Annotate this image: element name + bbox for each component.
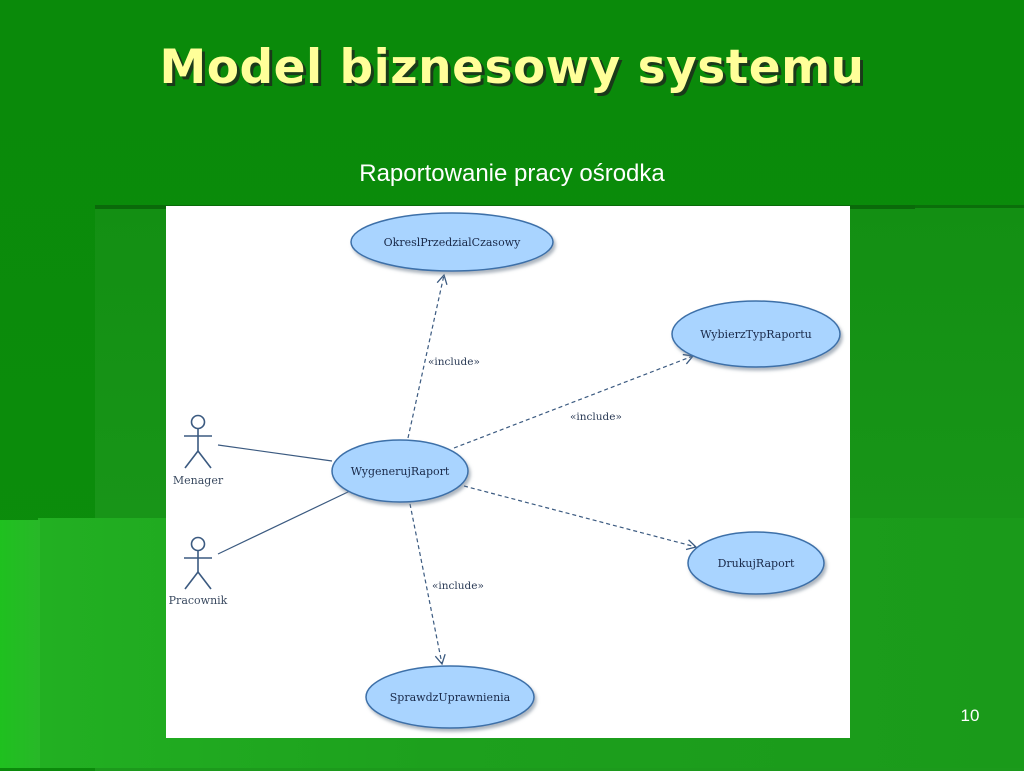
use-case-okresl: OkreslPrzedzialCzasowy [350, 212, 554, 272]
use-case-label: OkreslPrzedzialCzasowy [384, 236, 521, 249]
use-case-wygeneruj: WygenerujRaport [331, 439, 469, 503]
use-case-label: DrukujRaport [718, 557, 795, 570]
include-label-sprawdz: «include» [432, 580, 484, 592]
association-pracownik [217, 490, 351, 555]
slide-title: Model biznesowy systemu [159, 40, 865, 95]
dependency-arrow-drukuj [463, 485, 698, 551]
include-label-wybierz: «include» [570, 411, 622, 423]
include-label-okresl: «include» [428, 356, 480, 368]
use-case-drukuj: DrukujRaport [687, 531, 825, 595]
slide-subtitle: Raportowanie pracy ośrodka [359, 160, 665, 187]
actor-menager [184, 414, 212, 469]
actor-head [190, 414, 206, 430]
background-panel-left [0, 520, 40, 768]
actor-label-pracownik: Pracownik [169, 594, 228, 607]
actor-head [190, 536, 206, 552]
use-case-wybierz: WybierzTypRaportu [671, 300, 841, 368]
actor-label-menager: Menager [173, 474, 224, 487]
include-arrow-sprawdz [409, 503, 446, 666]
diagram-canvas: «include» «include» «include» OkreslPrze… [169, 212, 841, 729]
use-case-diagram: «include» «include» «include» OkreslPrze… [166, 206, 850, 738]
use-case-label: WybierzTypRaportu [700, 328, 812, 341]
association-menager [217, 444, 333, 462]
use-case-label: SprawdzUprawnienia [390, 691, 511, 704]
use-case-sprawdz: SprawdzUprawnienia [365, 665, 535, 729]
actor-pracownik [184, 536, 212, 590]
include-arrow-wybierz [453, 353, 695, 449]
slide-page-number: 10 [960, 706, 980, 725]
use-case-label: WygenerujRaport [351, 465, 450, 478]
